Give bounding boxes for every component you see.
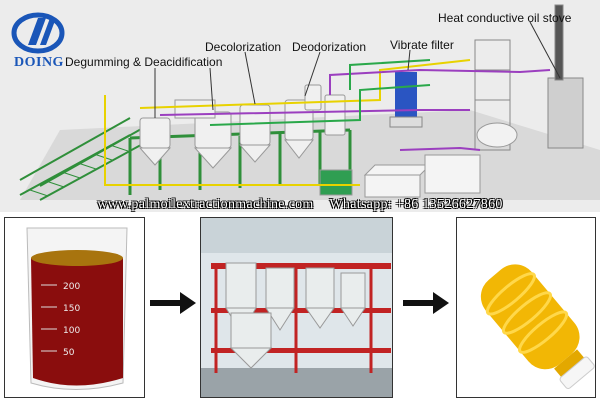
refined-oil-panel — [456, 217, 596, 398]
beaker-mark-150: 150 — [63, 304, 80, 314]
plant-photo — [201, 218, 392, 397]
arrow-right-icon — [403, 292, 449, 314]
tanks — [138, 84, 346, 169]
plant-diagram: DOING Degumming & Deacidification Decolo… — [0, 0, 600, 212]
crude-oil-panel: 200 150 100 50 — [4, 217, 145, 398]
beaker-mark-100: 100 — [63, 326, 80, 336]
stove-tower — [474, 4, 584, 151]
website-link[interactable]: www.palmoilextractionmachine.com — [97, 197, 314, 212]
arrow-right-icon — [150, 292, 196, 314]
plant-illustration — [11, 4, 600, 201]
whatsapp-text: Whatsapp: +86 13526627860 — [329, 197, 503, 212]
brand-name: DOING — [14, 55, 64, 70]
label-vibrate-filter: Vibrate filter — [390, 38, 454, 52]
vibrate-filter-unit — [389, 72, 423, 128]
beaker-mark-50: 50 — [63, 348, 75, 358]
oil-bottle-image — [457, 218, 595, 397]
label-heat-stove: Heat conductive oil stove — [438, 11, 572, 25]
staircase — [19, 117, 151, 201]
beaker-mark-200: 200 — [63, 282, 80, 292]
label-degumming: Degumming & Deacidification — [65, 55, 223, 69]
label-decolorization: Decolorization — [205, 40, 282, 54]
contact-banner: www.palmoilextractionmachine.com Whatsap… — [0, 197, 600, 215]
label-deodorization: Deodorization — [292, 40, 367, 54]
beaker-image: 200 150 100 50 — [5, 218, 144, 397]
plant-photo-panel — [200, 217, 393, 398]
doing-logo-icon — [11, 12, 65, 54]
